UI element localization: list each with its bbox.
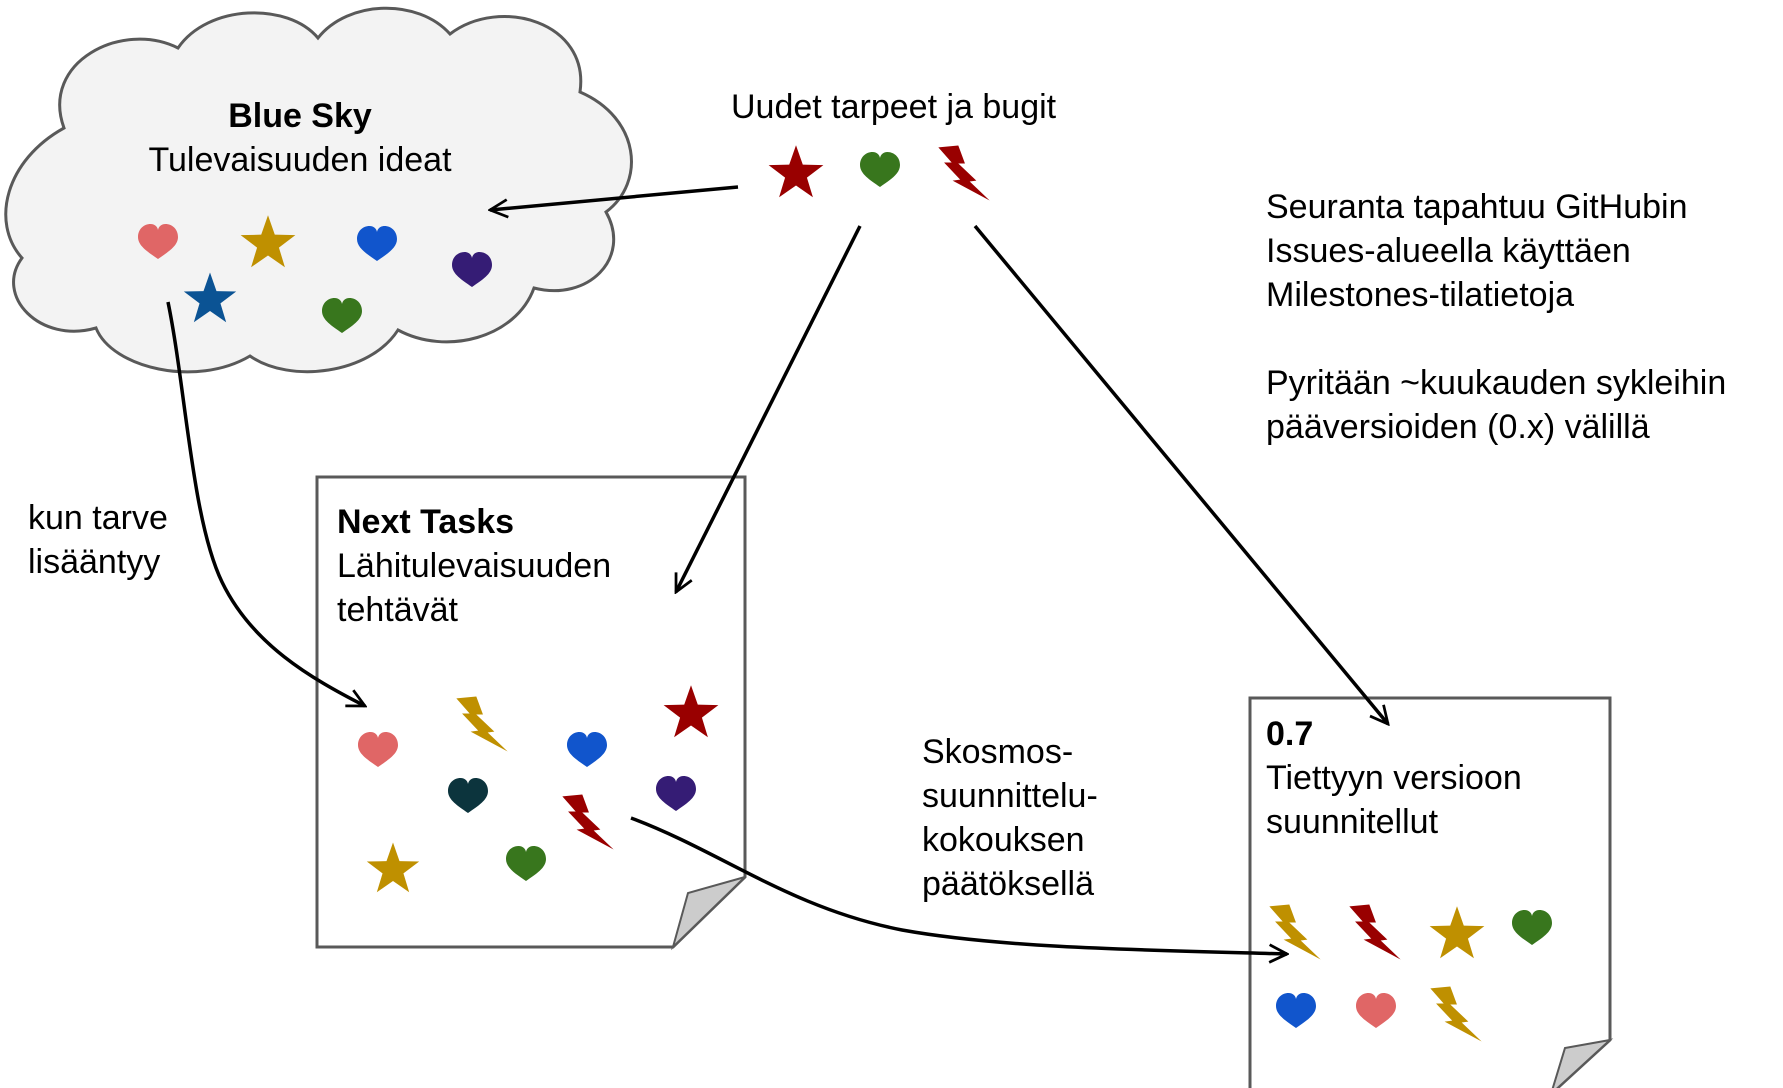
decision-line: Skosmos- bbox=[922, 733, 1074, 771]
info-line: Pyritään ~kuukauden sykleihin bbox=[1266, 364, 1727, 402]
decision-line: kokouksen bbox=[922, 821, 1085, 859]
blue-sky-cloud bbox=[4, 6, 633, 374]
info-line: pääversioiden (0.x) välillä bbox=[1266, 408, 1650, 446]
info-line: Issues-alueella käyttäen bbox=[1266, 232, 1631, 270]
version-title: 0.7 bbox=[1266, 715, 1314, 753]
decision-label: Skosmos- suunnittelu- kokouksen päätökse… bbox=[922, 730, 1098, 906]
next-tasks-line: Lähitulevaisuuden bbox=[337, 547, 612, 585]
arrow-blue-sky-to-next-tasks bbox=[166, 301, 365, 708]
arrow-next-tasks-to-version bbox=[630, 816, 1287, 954]
next-tasks-title: Next Tasks bbox=[337, 503, 515, 541]
need-increase-label: kun tarve lisääntyy bbox=[28, 496, 168, 584]
blue-sky-label: Blue Sky Tulevaisuuden ideat bbox=[130, 94, 470, 182]
arrow-to-blue-sky bbox=[490, 185, 739, 210]
arrow-to-next-tasks bbox=[674, 225, 862, 592]
blue-sky-subtitle: Tulevaisuuden ideat bbox=[148, 141, 452, 179]
arrow-to-version bbox=[973, 224, 1388, 724]
new-needs-label: Uudet tarpeet ja bugit bbox=[731, 88, 1057, 126]
info-spacer bbox=[1266, 317, 1726, 361]
need-increase-line: lisääntyy bbox=[28, 543, 161, 581]
next-tasks-label: Next Tasks Lähitulevaisuuden tehtävät bbox=[337, 500, 611, 632]
blue-sky-title: Blue Sky bbox=[228, 97, 372, 135]
info-line: Milestones-tilatietoja bbox=[1266, 276, 1575, 314]
need-increase-line: kun tarve bbox=[28, 499, 168, 537]
lightning-icon bbox=[938, 145, 990, 201]
next-tasks-line: tehtävät bbox=[337, 591, 458, 629]
tracking-info: Seuranta tapahtuu GitHubin Issues-alueel… bbox=[1266, 185, 1726, 449]
next-tasks-fold bbox=[671, 876, 746, 951]
version-line: suunnitellut bbox=[1266, 803, 1439, 841]
version-line: Tiettyyn versioon bbox=[1266, 759, 1522, 797]
decision-line: päätöksellä bbox=[922, 865, 1095, 903]
decision-line: suunnittelu- bbox=[922, 777, 1098, 815]
info-line: Seuranta tapahtuu GitHubin bbox=[1266, 188, 1688, 226]
version-label: 0.7 Tiettyyn versioon suunnitellut bbox=[1266, 712, 1522, 844]
heart-icon bbox=[860, 152, 900, 187]
star-icon bbox=[768, 145, 824, 198]
version-fold bbox=[1551, 1038, 1614, 1088]
